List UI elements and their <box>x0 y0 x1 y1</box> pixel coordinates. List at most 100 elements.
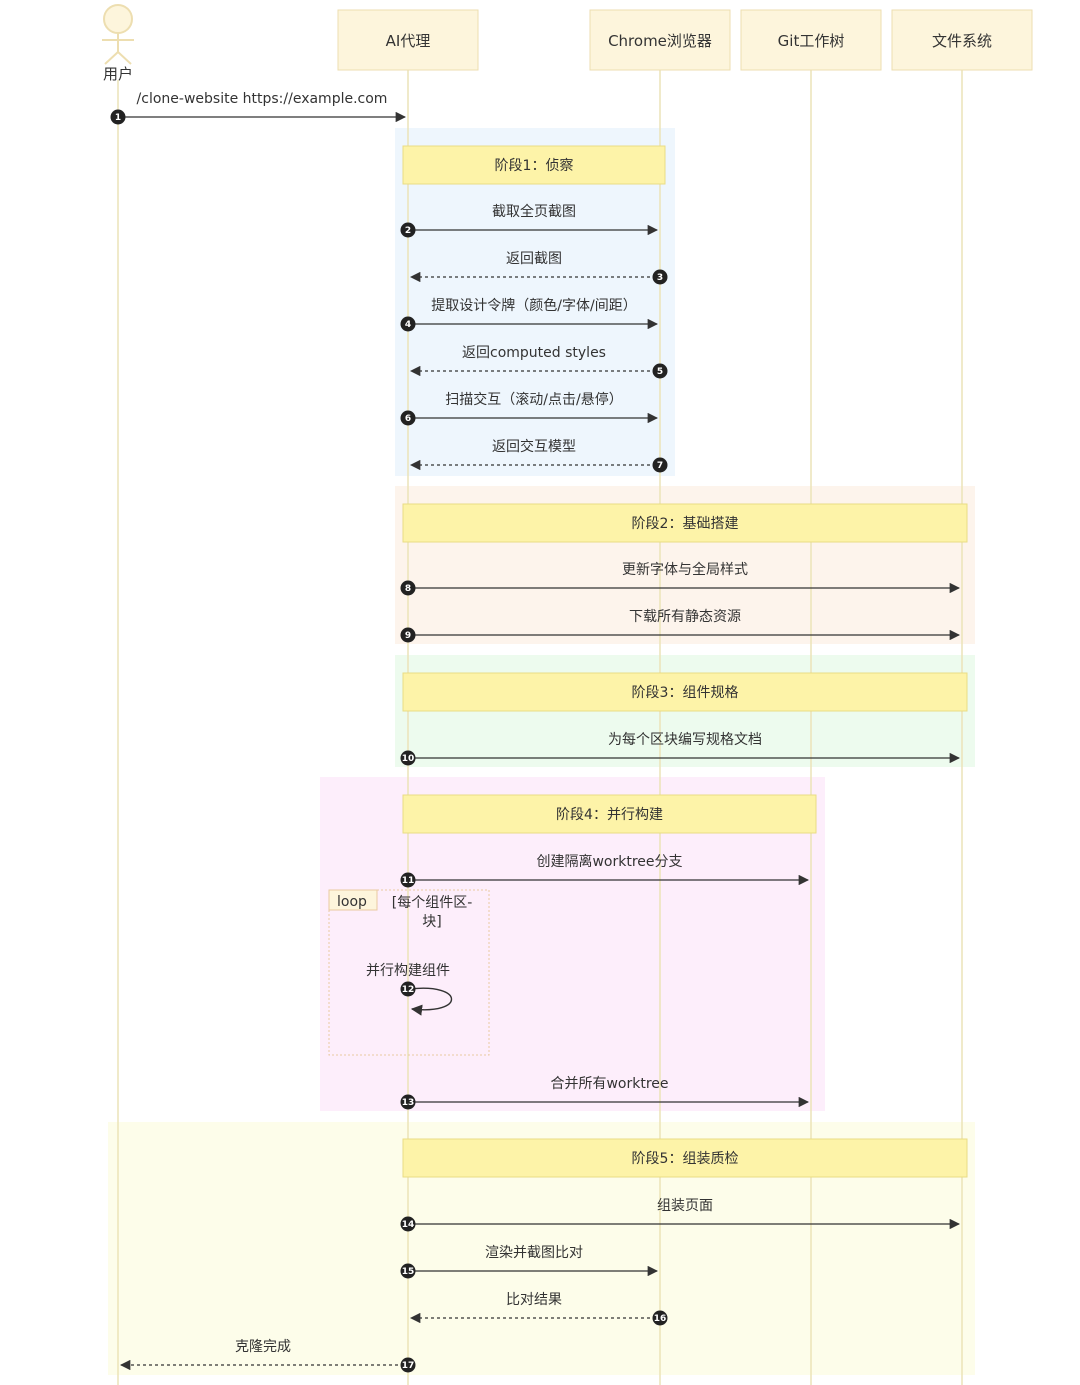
message-12: 并行构建组件 12 <box>366 963 453 1016</box>
message-15-label: 渲染并截图比对 <box>485 1245 583 1261</box>
phase-1-note <box>402 145 666 185</box>
message-4-label: 提取设计令牌（颜色/字体/间距） <box>431 297 636 314</box>
message-10-number-badge <box>400 750 416 766</box>
message-13-number: 13 <box>402 1098 415 1108</box>
phase-4-note <box>402 794 817 834</box>
message-7-number: 7 <box>657 461 663 471</box>
message-5-label: 返回computed styles <box>462 345 606 361</box>
message-5-number: 5 <box>657 367 663 377</box>
phase-1-note-label: 阶段1：侦察 <box>495 157 574 174</box>
message-10-number: 10 <box>402 754 415 764</box>
message-3-number-badge <box>652 269 668 285</box>
user-actor: 用户 <box>102 4 134 83</box>
message-8-number-badge <box>400 580 416 596</box>
phase-backgrounds <box>108 128 975 1375</box>
message-8: 更新字体与全局样式 8 <box>400 561 961 596</box>
message-14-number-badge <box>400 1216 416 1232</box>
message-8-number: 8 <box>405 584 411 594</box>
loop-condition-line: [每个组件区- <box>392 895 473 911</box>
message-2: 截取全页截图 2 <box>400 203 659 238</box>
message-14: 组装页面 14 <box>400 1198 961 1232</box>
user-left-leg-icon <box>104 51 119 65</box>
message-6: 扫描交互（滚动/点击/悬停） 6 <box>400 391 659 426</box>
message-11-number-badge <box>400 872 416 888</box>
user-actor-label: 用户 <box>103 65 133 83</box>
phase-3-note <box>402 672 968 712</box>
message-9-number: 9 <box>405 631 411 641</box>
loop-keyword-box <box>328 889 378 911</box>
actor-headers: 用户 AI代理 Chrome浏览器 Git工作树 文件系统 <box>102 4 1033 83</box>
message-12-number-badge <box>400 981 416 997</box>
message-6-label: 扫描交互（滚动/点击/悬停） <box>445 391 622 408</box>
phase-3-note-label: 阶段3：组件规格 <box>632 685 739 701</box>
message-1-label: /clone-website https://example.com <box>137 91 388 107</box>
message-9-number-badge <box>400 627 416 643</box>
message-2-number-badge <box>400 222 416 238</box>
messages: /clone-website https://example.com 1 截取全页截… <box>110 91 961 1373</box>
message-2-number: 2 <box>405 226 411 236</box>
message-12-number: 12 <box>402 985 415 995</box>
message-15-number-badge <box>400 1263 416 1279</box>
message-4-number-badge <box>400 316 416 332</box>
message-3-label: 返回截图 <box>506 251 562 267</box>
message-15: 渲染并截图比对 15 <box>400 1245 659 1279</box>
message-7-label: 返回交互模型 <box>492 438 576 455</box>
message-1-number: 1 <box>115 113 121 123</box>
message-13-number-badge <box>400 1094 416 1110</box>
message-15-number: 15 <box>402 1267 415 1277</box>
message-5-number-badge <box>652 363 668 379</box>
message-3: 返回截图 3 <box>409 251 668 285</box>
ai-actor-box <box>337 9 479 71</box>
phase-2-note-label: 阶段2：基础搭建 <box>632 515 739 532</box>
message-2-label: 截取全页截图 <box>492 203 576 220</box>
loop-condition-line: 块] <box>422 914 441 930</box>
message-16-label: 比对结果 <box>506 1292 562 1308</box>
message-14-label: 组装页面 <box>657 1198 713 1214</box>
message-5: 返回computed styles 5 <box>409 345 668 379</box>
git-actor-label: Git工作树 <box>778 32 845 50</box>
chrome-actor-label: Chrome浏览器 <box>608 32 712 50</box>
message-7-number-badge <box>652 457 668 473</box>
fs-actor-box <box>891 9 1033 71</box>
message-17-number: 17 <box>402 1361 415 1371</box>
message-1-number-badge <box>110 109 126 125</box>
loop-block: loop [每个组件区- 块] <box>328 889 490 1056</box>
phase-2-note <box>402 503 968 543</box>
message-6-number-badge <box>400 410 416 426</box>
message-9: 下载所有静态资源 9 <box>400 609 961 643</box>
message-13: 合并所有worktree 13 <box>400 1076 810 1110</box>
message-3-number: 3 <box>657 273 663 283</box>
loop-frame <box>328 889 490 1056</box>
message-16-number-badge <box>652 1310 668 1326</box>
message-10-label: 为每个区块编写规格文档 <box>608 732 762 748</box>
message-12-arrow <box>409 987 453 1016</box>
user-head-icon <box>103 4 133 34</box>
loop-keyword: loop <box>337 894 367 910</box>
message-14-number: 14 <box>402 1220 415 1230</box>
user-right-leg-icon <box>117 51 132 65</box>
git-actor-box <box>740 9 882 71</box>
phase-5-note <box>402 1138 968 1178</box>
message-16-number: 16 <box>654 1314 667 1324</box>
phase-4-note-label: 阶段4：并行构建 <box>556 807 663 823</box>
message-9-label: 下载所有静态资源 <box>629 609 741 625</box>
message-11-number: 11 <box>402 876 415 886</box>
message-12-label: 并行构建组件 <box>366 963 450 979</box>
message-7: 返回交互模型 7 <box>409 438 668 473</box>
message-4-number: 4 <box>405 320 411 330</box>
fs-actor-label: 文件系统 <box>932 32 992 50</box>
ai-actor-label: AI代理 <box>386 32 431 50</box>
message-6-number: 6 <box>405 414 411 424</box>
message-10: 为每个区块编写规格文档 10 <box>400 732 961 766</box>
message-11-label: 创建隔离worktree分支 <box>536 853 682 870</box>
message-8-label: 更新字体与全局样式 <box>622 561 748 578</box>
message-17-number-badge <box>400 1357 416 1373</box>
message-11: 创建隔离worktree分支 11 <box>400 853 810 888</box>
chrome-actor-box <box>589 9 731 71</box>
message-4: 提取设计令牌（颜色/字体/间距） 4 <box>400 297 659 332</box>
message-16: 比对结果 16 <box>409 1292 668 1326</box>
message-13-label: 合并所有worktree <box>550 1076 668 1092</box>
